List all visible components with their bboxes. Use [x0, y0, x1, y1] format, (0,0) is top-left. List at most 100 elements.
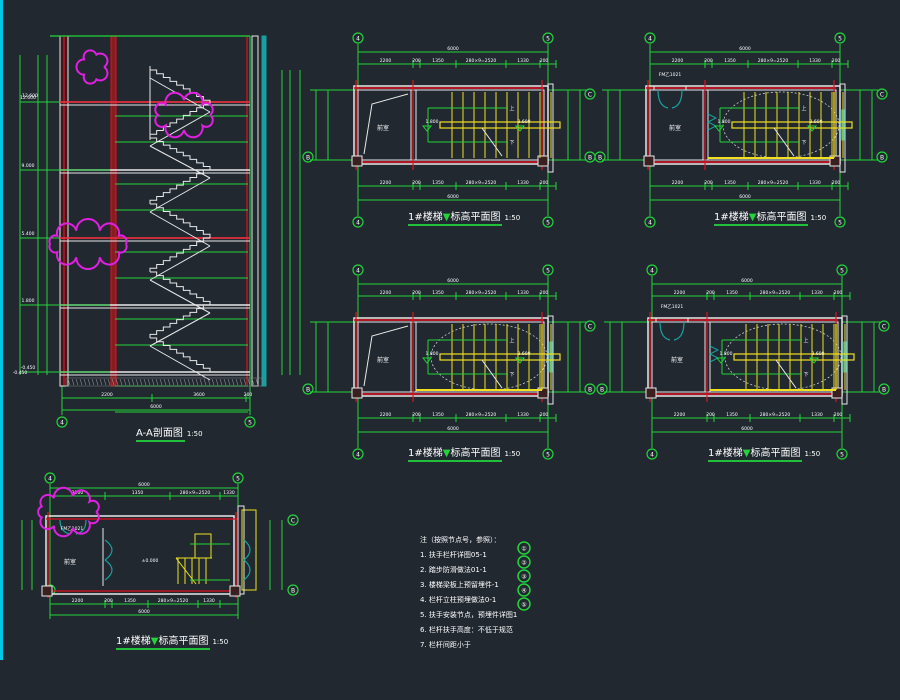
axis-label: 5: [248, 420, 252, 427]
dimension-text: 2200: [674, 290, 686, 296]
level-marker: [514, 357, 526, 364]
dimension-text: 1350: [726, 290, 738, 296]
dimension-text: 2200: [72, 490, 84, 496]
hatch: [219, 378, 223, 386]
dimension-text: 200: [832, 180, 841, 186]
axis-bubble: [646, 448, 658, 460]
axis-label: 4: [356, 452, 360, 459]
axis-bubble: [876, 151, 888, 163]
hatch: [155, 378, 159, 386]
hatch: [187, 378, 191, 386]
axis-label: 5: [236, 476, 240, 483]
hatch: [251, 378, 255, 386]
dimension-text: 2200: [380, 180, 392, 186]
door-swing: [243, 539, 251, 581]
level-marker: [713, 125, 725, 132]
level-text: 3.600: [810, 119, 823, 125]
axis-bubble: [352, 448, 364, 460]
dimension-text: 200: [104, 598, 113, 604]
hatch: [235, 378, 239, 386]
note-badge-text: ④: [521, 588, 526, 595]
note-item: 5. 扶手安装节点，预埋件详图1: [420, 611, 518, 619]
revision-cloud: [48, 218, 128, 270]
hatch: [247, 378, 251, 386]
plan5-title-text: 1#楼梯: [116, 636, 151, 647]
note-item: 3. 楼梯梁板上预留埋件-1: [420, 581, 499, 589]
column: [351, 155, 363, 167]
hatch: [123, 378, 127, 386]
level-text: 3.600: [518, 119, 531, 125]
axis-label: 4: [356, 268, 360, 275]
dimension-text: 6000: [447, 278, 459, 284]
dimension-text: 200: [412, 290, 421, 296]
axis-bubble: [584, 320, 596, 332]
axis-label: 5: [546, 268, 550, 275]
dimension-text: 200: [834, 412, 843, 418]
stair-flight: [149, 103, 210, 138]
dimension-text: 2200: [672, 180, 684, 186]
axis-label: B: [598, 155, 602, 162]
hatch: [67, 378, 71, 386]
dimension-text: 6000: [447, 194, 459, 200]
level-text: 1.800: [426, 119, 439, 125]
entry-wall: [237, 505, 245, 595]
hatch: [231, 378, 235, 386]
stair-handrail: [733, 353, 855, 361]
axis-label: B: [600, 387, 604, 394]
axis-bubble: [836, 448, 848, 460]
level-text: 9.000: [22, 163, 35, 169]
dimension-text: 3600: [193, 392, 205, 398]
axis-label: 5: [838, 36, 842, 43]
walk-down-label: 下: [803, 372, 808, 378]
axis-bubble: [584, 383, 596, 395]
axis-bubble: [878, 383, 890, 395]
hatch: [151, 378, 155, 386]
column: [645, 387, 657, 399]
dimension-text: 200: [412, 58, 421, 64]
door-label: FM乙1021: [661, 303, 684, 310]
axis-label: C: [880, 92, 884, 99]
door-swing: [657, 89, 683, 109]
viewport-edge: [0, 0, 3, 660]
note-item: 1. 扶手栏杆详图05-1: [420, 551, 487, 559]
dimension-text: 6000: [138, 482, 150, 488]
level-text: -0.450: [21, 365, 36, 371]
axis-label: B: [291, 588, 295, 595]
level-text: 1.800: [718, 119, 731, 125]
column: [537, 155, 549, 167]
stair-handrail: [731, 121, 853, 129]
notes-header: 注（按照节点号，参照）：: [420, 536, 501, 544]
door-frame: [653, 85, 687, 91]
dimension-text: 6000: [447, 426, 459, 432]
axis-label: 4: [648, 220, 652, 227]
dimension-text: 1350: [726, 412, 738, 418]
axis-label: 4: [650, 268, 654, 275]
axis-bubble: [287, 514, 299, 526]
plan5-title-suffix: 标高平面图: [158, 636, 209, 647]
revision-cloud: [154, 91, 214, 139]
dimension-text: 1330: [809, 58, 821, 64]
axis-label: 5: [840, 452, 844, 459]
ground-hatch: [65, 377, 263, 387]
dimension-text: 1350: [724, 58, 736, 64]
axis-label: C: [588, 92, 592, 99]
door-swing-inner: [708, 345, 720, 363]
stair-soffit: [149, 312, 211, 347]
dimension-text: 280×9=2520: [466, 412, 497, 418]
curtain-wall: [261, 35, 267, 387]
break-line: [775, 359, 797, 389]
dimension-text: 200: [412, 412, 421, 418]
hatch: [147, 378, 151, 386]
dimension-text: 2200: [380, 58, 392, 64]
hatch: [103, 378, 107, 386]
axis-bubble: [594, 151, 606, 163]
cut-line: [363, 93, 409, 155]
axis-bubble: [542, 264, 554, 276]
axis-label: 5: [546, 452, 550, 459]
walk-up-label: 上: [803, 337, 808, 344]
hatch: [227, 378, 231, 386]
walk-up-label: 上: [801, 105, 806, 112]
dimension-text: 200: [540, 290, 549, 296]
